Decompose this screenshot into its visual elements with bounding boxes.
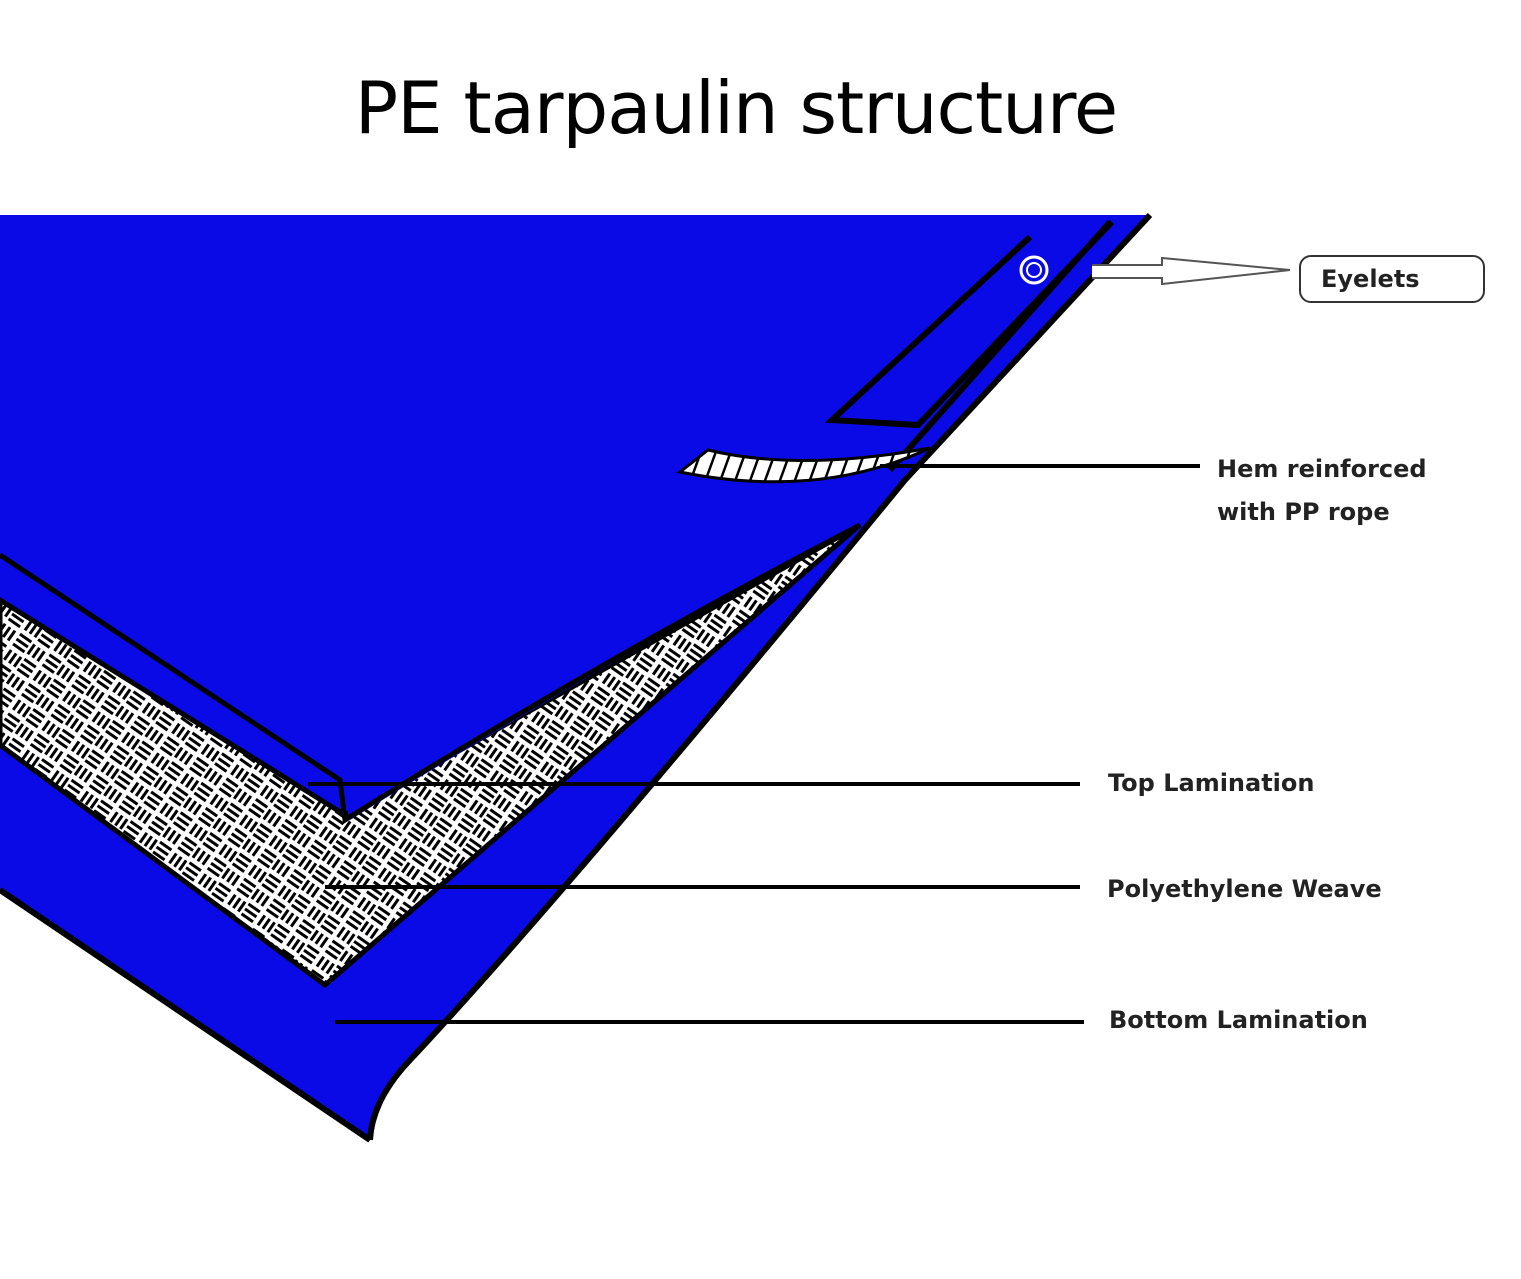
hem-label-line1: Hem reinforced [1217,455,1427,483]
bottom-lamination-label: Bottom Lamination [1109,1006,1368,1034]
hem-label-line2: with PP rope [1217,498,1390,526]
weave-label: Polyethylene Weave [1107,875,1382,903]
top-lamination-label: Top Lamination [1108,769,1315,797]
tarp-outer-edge [367,212,1153,1141]
diagram-title: PE tarpaulin structure [354,66,1118,150]
polyethylene-weave-layer [0,522,862,989]
hem-outline [824,219,1115,429]
eyelets-arrow [1092,256,1291,286]
top-lamination-edge [0,522,862,825]
tarp-bottom-edge [0,887,372,1143]
hem-label: Hem reinforced with PP rope [1217,448,1427,534]
pp-rope-icon [676,446,931,484]
eyelets-label: Eyelets [1321,265,1420,293]
leader-lines [308,464,1200,1024]
top-lamination-layer [0,215,1150,820]
eyelet-icon [1019,255,1049,285]
eyelets-callout: Eyelets [1299,255,1485,303]
